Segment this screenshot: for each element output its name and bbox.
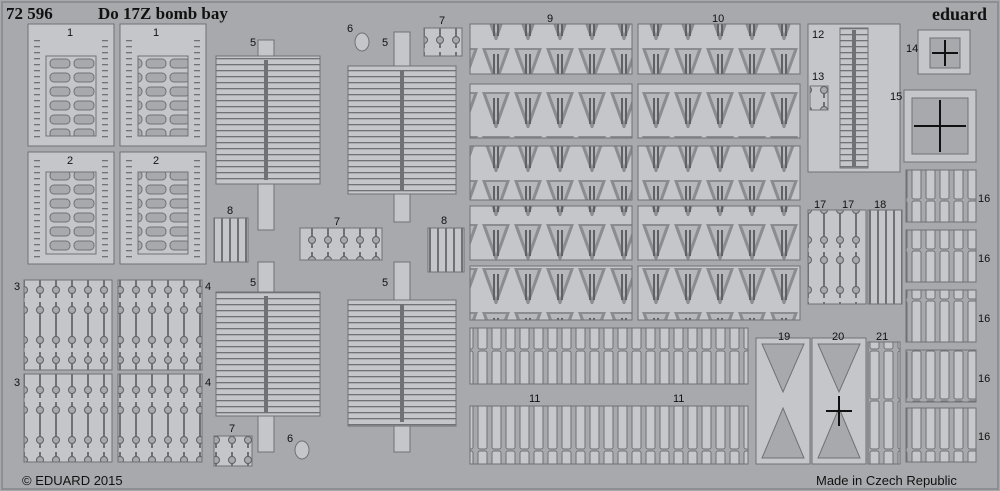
- part-6-lower: [294, 440, 310, 460]
- label-17: 17: [842, 199, 854, 211]
- label-5: 5: [382, 37, 388, 49]
- label-6: 6: [347, 23, 353, 35]
- part-11-upper: [469, 327, 749, 385]
- part-1-left: [27, 23, 115, 147]
- label-8: 8: [227, 205, 233, 217]
- part-9-row-3: [469, 145, 633, 201]
- label-4: 4: [205, 281, 211, 293]
- label-4: 4: [205, 377, 211, 389]
- label-2: 2: [67, 155, 73, 167]
- part-16-4: [905, 349, 977, 403]
- part-10-row-1: [637, 23, 801, 75]
- part-9-row-1: [469, 23, 633, 75]
- part-5-lower-left: [215, 261, 321, 453]
- part-2-left: [27, 151, 115, 265]
- part-9-row-2: [469, 83, 633, 139]
- part-7-top: [423, 27, 463, 57]
- label-14: 14: [906, 43, 918, 55]
- label-1: 1: [153, 27, 159, 39]
- label-6: 6: [287, 433, 293, 445]
- part-10-row-4: [637, 205, 801, 261]
- brand-logo: eduard: [932, 4, 987, 24]
- part-16-1: [905, 169, 977, 223]
- label-7: 7: [439, 15, 445, 27]
- part-13: [809, 85, 829, 111]
- part-3-upper: [23, 279, 113, 371]
- part-9-row-5: [469, 265, 633, 321]
- part-18: [867, 209, 903, 305]
- label-7: 7: [334, 216, 340, 228]
- label-5: 5: [250, 37, 256, 49]
- part-16-2: [905, 229, 977, 283]
- part-2-right: [119, 151, 207, 265]
- part-12: [807, 23, 901, 173]
- label-16: 16: [978, 373, 990, 385]
- label-1: 1: [67, 27, 73, 39]
- label-16: 16: [978, 431, 990, 443]
- part-16-3: [905, 289, 977, 343]
- part-20: [811, 337, 867, 465]
- copyright-text: © EDUARD 2015: [22, 473, 123, 488]
- part-4-upper: [117, 279, 203, 371]
- part-10-row-5: [637, 265, 801, 321]
- part-4-lower: [117, 373, 203, 463]
- part-8-right: [427, 227, 465, 273]
- part-14: [917, 29, 971, 75]
- label-18: 18: [874, 199, 886, 211]
- part-16-5: [905, 407, 977, 463]
- label-16: 16: [978, 313, 990, 325]
- part-10-row-2: [637, 83, 801, 139]
- label-16: 16: [978, 193, 990, 205]
- part-6-upper: [354, 32, 370, 52]
- label-2: 2: [153, 155, 159, 167]
- part-10-row-3: [637, 145, 801, 201]
- part-1-right: [119, 23, 207, 147]
- part-number: 72 596: [6, 4, 53, 23]
- label-5: 5: [250, 277, 256, 289]
- label-11: 11: [673, 393, 684, 405]
- label-20: 20: [832, 331, 844, 343]
- label-13: 13: [812, 71, 824, 83]
- label-9: 9: [547, 13, 553, 25]
- part-7-middle: [299, 227, 383, 261]
- label-12: 12: [812, 29, 824, 41]
- label-3: 3: [14, 281, 20, 293]
- part-21: [867, 341, 901, 465]
- label-17: 17: [814, 199, 826, 211]
- label-7: 7: [229, 423, 235, 435]
- part-5-upper-left: [215, 39, 321, 231]
- part-3-lower: [23, 373, 113, 463]
- label-15: 15: [890, 91, 902, 103]
- part-9-row-4: [469, 205, 633, 261]
- origin-text: Made in Czech Republic: [816, 473, 957, 488]
- label-19: 19: [778, 331, 790, 343]
- part-7-bottom: [213, 435, 253, 467]
- label-3: 3: [14, 377, 20, 389]
- part-17: [807, 209, 867, 305]
- fret-title: Do 17Z bomb bay: [98, 4, 228, 23]
- label-11: 11: [529, 393, 540, 405]
- part-15: [903, 89, 977, 163]
- label-5: 5: [382, 277, 388, 289]
- part-5-lower-right: [347, 261, 457, 453]
- label-10: 10: [712, 13, 724, 25]
- label-21: 21: [876, 331, 888, 343]
- label-16: 16: [978, 253, 990, 265]
- part-19: [755, 337, 811, 465]
- label-8: 8: [441, 215, 447, 227]
- part-11-lower: [469, 405, 749, 465]
- part-5-upper-right: [347, 31, 457, 223]
- part-8-left: [213, 217, 249, 263]
